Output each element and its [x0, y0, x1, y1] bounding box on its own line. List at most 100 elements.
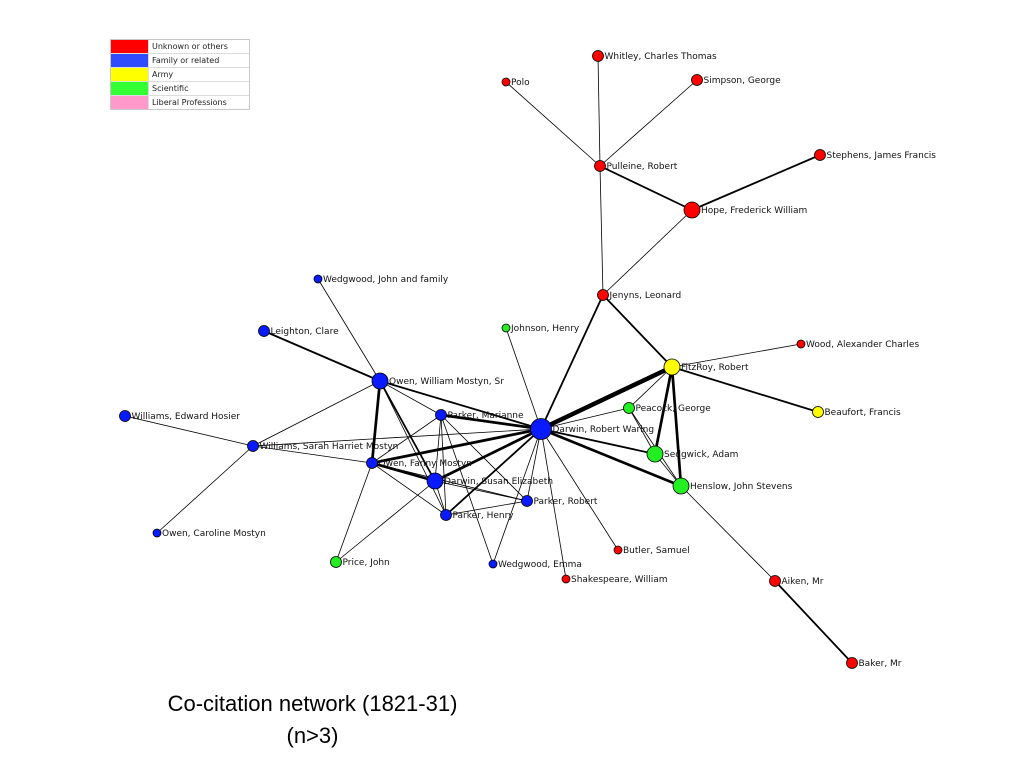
node-marker	[561, 574, 571, 584]
caption-line-2: (n>3)	[286, 723, 339, 748]
node-marker	[521, 495, 533, 507]
edge-leighton-owen_wm	[263, 330, 381, 382]
edge-wedgwood_e-darwin_rw	[492, 428, 542, 565]
node-label: Price, John	[343, 558, 390, 568]
node-label: FitzRoy, Robert	[681, 363, 749, 373]
node-label: Whitley, Charles Thomas	[605, 52, 717, 62]
node-marker	[613, 545, 623, 555]
node-marker	[371, 372, 389, 390]
node-sedgwick: Sedgwick, Adam	[646, 445, 738, 463]
node-marker	[646, 445, 664, 463]
edge-parker_r-darwin_rw	[526, 428, 542, 502]
edge-jenyns-darwin_rw	[540, 294, 604, 430]
node-darwin-rw: Darwin, Robert Waring	[530, 418, 654, 440]
node-peacock: Peacock, George	[623, 402, 711, 414]
edge-williams_eh-williams_shm	[124, 415, 254, 447]
edge-wood-fitzroy	[671, 343, 802, 368]
edge-owen_wm-darwin_se	[379, 380, 436, 482]
node-marker	[769, 575, 781, 587]
node-label: Parker, Marianne	[448, 411, 524, 421]
edge-owen_fm-parker_h	[371, 462, 447, 516]
node-marker	[426, 472, 444, 490]
edge-williams_shm-darwin_rw	[252, 428, 542, 447]
edge-williams_shm-owen_fm	[252, 445, 373, 464]
edge-darwin_se-darwin_rw	[433, 427, 543, 483]
legend-swatch-liberal	[111, 96, 148, 109]
node-marker	[691, 74, 703, 86]
node-marker	[440, 509, 452, 521]
node-marker	[663, 358, 681, 376]
edge-parker_m-darwin_se	[434, 414, 442, 482]
node-marker	[366, 457, 378, 469]
legend-swatch-family	[111, 54, 148, 67]
node-marker	[435, 409, 447, 421]
node-label: Pulleine, Robert	[607, 162, 678, 172]
legend-item-family: Family or related	[111, 54, 249, 68]
edge-sedgwick-darwin_rw	[540, 428, 656, 455]
node-polo: Polo	[501, 77, 530, 88]
node-jenyns: Jenyns, Leonard	[597, 289, 682, 301]
legend-item-unknown: Unknown or others	[111, 40, 249, 54]
node-label: Wedgwood, John and family	[323, 275, 449, 285]
node-label: Simpson, George	[704, 76, 782, 86]
node-marker	[672, 477, 690, 495]
node-leighton: Leighton, Clare	[258, 325, 339, 337]
edge-shakespeare-darwin_rw	[540, 428, 567, 580]
node-williams-shm: Williams, Sarah Harriet Mostyn	[247, 440, 398, 452]
node-label: Beaufort, Francis	[825, 408, 901, 418]
node-label: Owen, Caroline Mostyn	[162, 529, 266, 539]
node-whitley: Whitley, Charles Thomas	[592, 50, 717, 62]
node-label: Sedgwick, Adam	[664, 450, 738, 460]
node-label: Williams, Edward Hosier	[132, 412, 241, 422]
legend-swatch-unknown	[111, 40, 148, 53]
node-label: Owen, Fanny Mostyn	[379, 459, 472, 469]
node-label: Parker, Henry	[453, 511, 515, 521]
node-wood: Wood, Alexander Charles	[796, 339, 919, 350]
node-label: Aiken, Mr	[782, 577, 824, 587]
edge-wedgwood_jf-owen_wm	[317, 278, 381, 382]
caption-line-1: Co-citation network (1821-31)	[167, 691, 458, 716]
edge-butler-darwin_rw	[540, 428, 619, 551]
edge-fitzroy-sedgwick	[653, 365, 674, 456]
node-pulleine: Pulleine, Robert	[594, 160, 678, 172]
node-fitzroy: FitzRoy, Robert	[663, 358, 749, 376]
legend: Unknown or others Family or related Army…	[110, 39, 250, 110]
edge-parker_m-wedgwood_e	[440, 414, 494, 565]
node-marker	[119, 410, 131, 422]
node-label: Darwin, Susan Elizabeth	[444, 477, 553, 487]
node-marker	[313, 274, 323, 284]
node-price: Price, John	[330, 556, 390, 568]
edge-johnson-darwin_rw	[505, 327, 542, 430]
node-marker	[683, 201, 701, 219]
edge-pulleine-jenyns	[599, 165, 604, 296]
node-label: Butler, Samuel	[623, 546, 690, 556]
node-parker-m: Parker, Marianne	[435, 409, 524, 421]
edge-owen_fm-darwin_se	[370, 461, 437, 483]
node-label: Wedgwood, Emma	[498, 560, 582, 570]
edge-peacock-darwin_rw	[540, 407, 630, 430]
edge-owen_wm-parker_m	[379, 380, 442, 416]
node-marker	[247, 440, 259, 452]
node-marker	[330, 556, 342, 568]
edge-pulleine-hope	[599, 165, 693, 211]
edge-owen_wm-darwin_rw	[379, 380, 542, 430]
node-label: Henslow, John Stevens	[690, 482, 793, 492]
node-label: Jenyns, Leonard	[609, 291, 682, 301]
edge-owen_wm-owen_fm	[370, 379, 382, 465]
node-label: Parker, Robert	[534, 497, 598, 507]
node-aiken: Aiken, Mr	[769, 575, 824, 587]
edge-williams_shm-owen_cm	[156, 445, 254, 534]
legend-item-scientific: Scientific	[111, 82, 249, 96]
edge-jenyns-fitzroy	[602, 294, 673, 368]
node-label: Hope, Frederick William	[701, 206, 807, 216]
edge-owen_fm-price	[335, 462, 373, 563]
edge-polo-pulleine	[505, 81, 601, 167]
node-label: Polo	[511, 78, 530, 88]
edge-parker_m-darwin_rw	[439, 413, 543, 431]
node-parker-h: Parker, Henry	[440, 509, 515, 521]
edge-owen_fm-parker_r	[371, 462, 528, 502]
legend-label: Family or related	[148, 54, 219, 67]
node-darwin-se: Darwin, Susan Elizabeth	[426, 472, 553, 490]
edge-hope-jenyns	[602, 209, 693, 296]
